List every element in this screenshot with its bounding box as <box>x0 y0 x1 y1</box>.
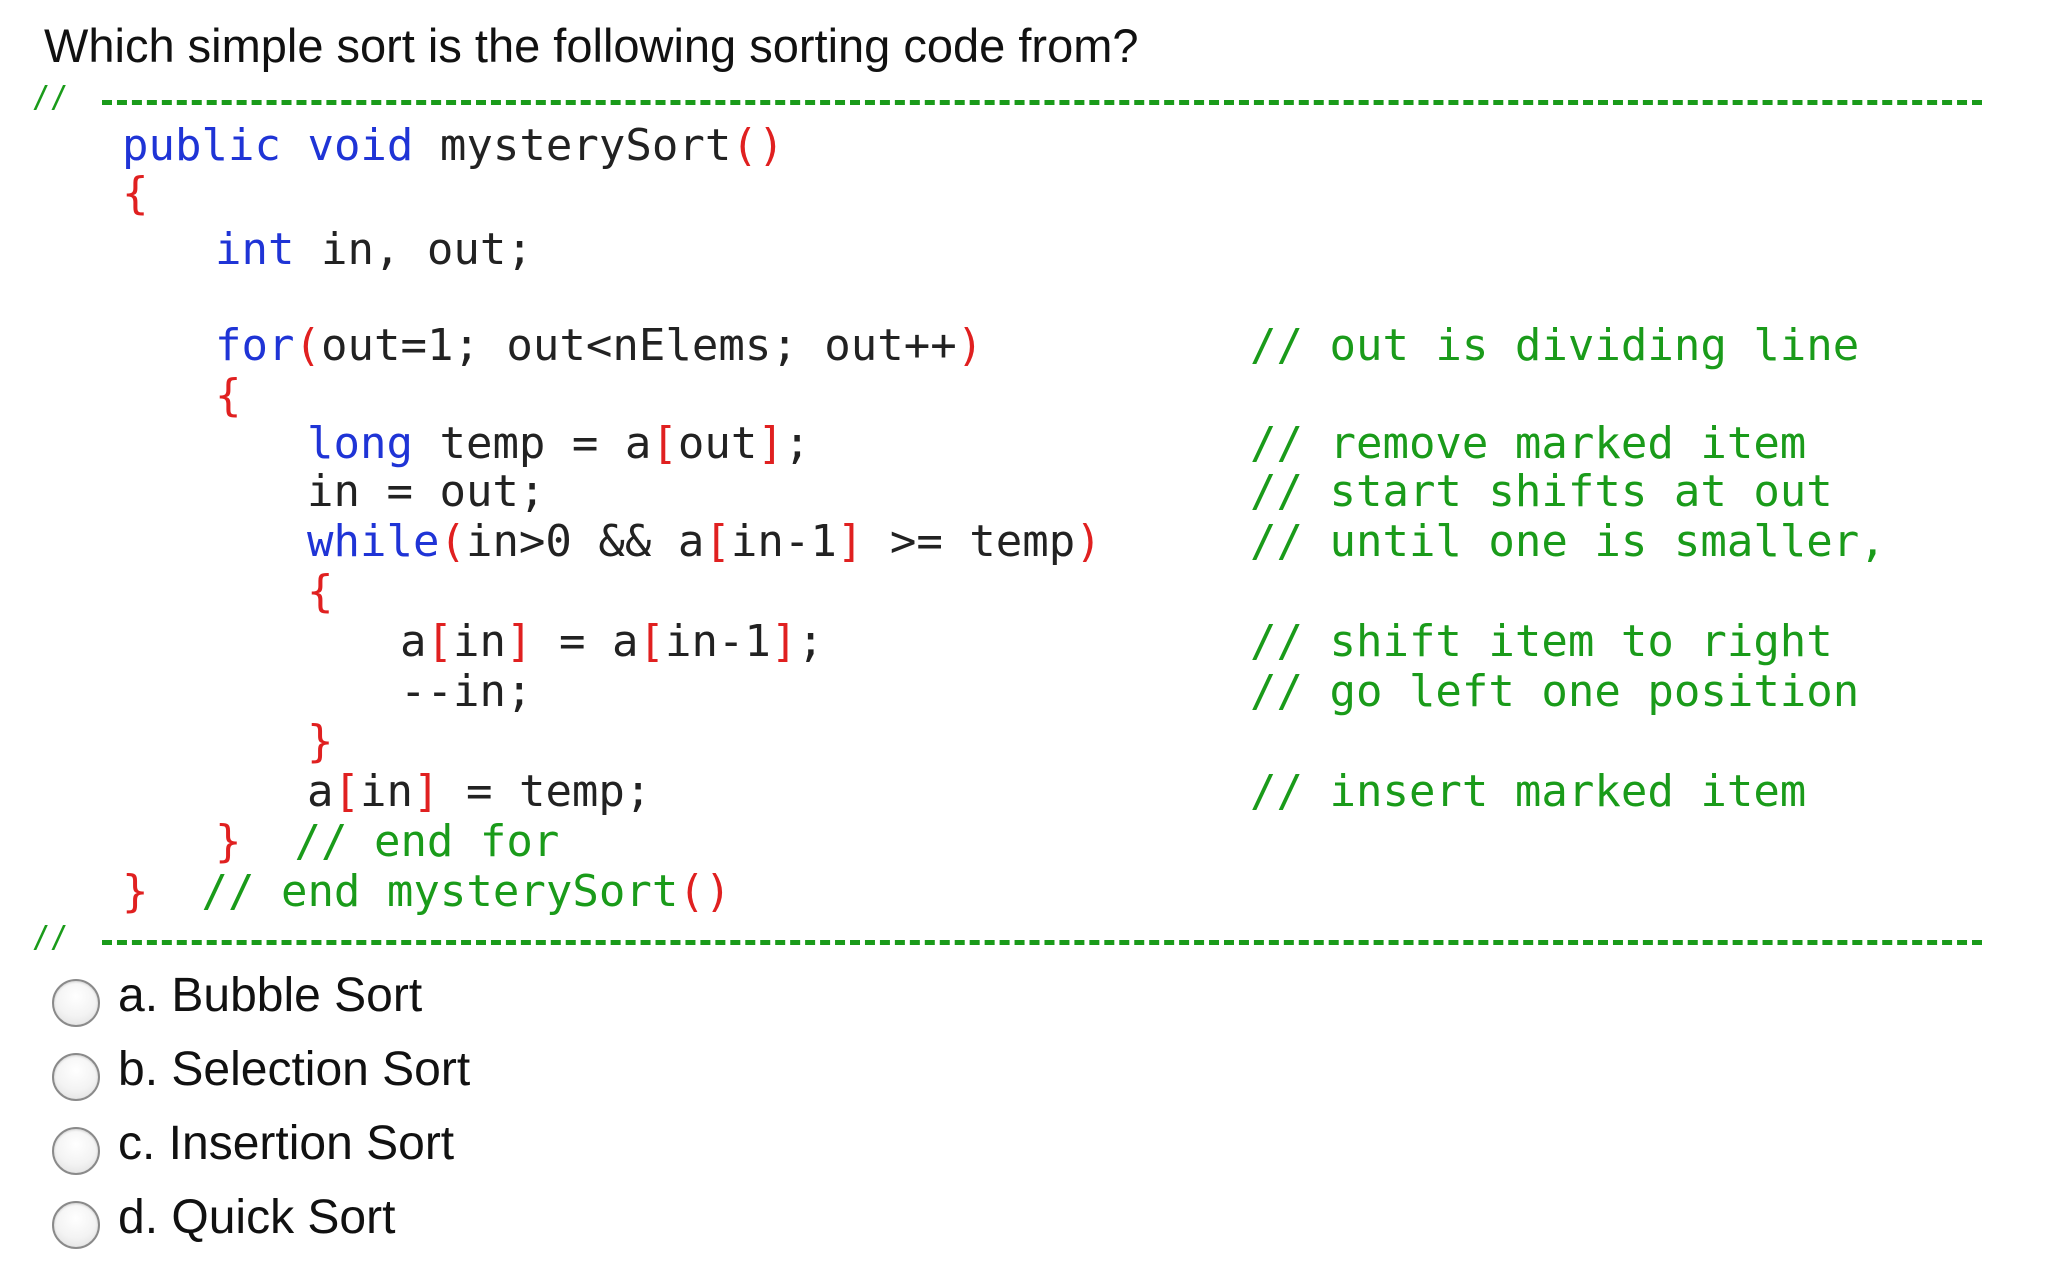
radio-button-icon[interactable] <box>52 1201 100 1249</box>
paren: ( <box>294 320 321 371</box>
keyword: int <box>215 224 295 275</box>
code-line-method-signature: public void mysterySort() <box>122 122 784 170</box>
code-comment: // end for <box>294 816 560 867</box>
bracket: ] <box>412 766 440 817</box>
code-block: // public void mysterySort() { int in, o… <box>32 74 1982 962</box>
keyword: void <box>307 120 414 171</box>
bracket: ] <box>757 418 784 469</box>
code-comment: // until one is smaller, <box>1250 516 1886 567</box>
code-comment: // end mysterySort <box>201 866 679 917</box>
option-label: b. Selection Sort <box>118 1042 471 1096</box>
code-comment: // out is dividing line <box>1250 320 1860 371</box>
option-label: d. Quick Sort <box>118 1190 396 1244</box>
radio-button-icon[interactable] <box>52 1127 100 1175</box>
code-text: ; <box>797 616 824 667</box>
parens: () <box>731 120 785 171</box>
separator-dashes <box>102 100 1982 105</box>
bracket: [ <box>426 616 454 667</box>
code-comment: // insert marked item <box>1250 766 1807 817</box>
paren: ) <box>1075 516 1102 567</box>
code-line-open-brace: { <box>215 370 242 421</box>
code-text: in <box>360 766 413 817</box>
keyword: public <box>122 120 281 171</box>
code-line-insert-assign: a[in] = temp; <box>307 768 651 816</box>
code-text: temp = a <box>412 418 652 469</box>
radio-button-icon[interactable] <box>52 1053 100 1101</box>
bracket: ] <box>505 616 533 667</box>
answer-option-a[interactable]: a. Bubble Sort <box>52 965 423 1027</box>
code-comment: // remove marked item <box>1250 418 1807 469</box>
bracket: [ <box>333 766 361 817</box>
code-line-while-loop: while(in>0 && a[in-1] >= temp) <box>307 518 1102 566</box>
code-separator-top: // <box>32 74 1982 122</box>
code-text: in-1 <box>664 616 771 667</box>
code-text: out <box>677 418 758 469</box>
bracket: ] <box>770 616 798 667</box>
code-line-end-method: } // end mysterySort() <box>122 868 731 916</box>
code-text: in, out; <box>294 224 533 275</box>
radio-button-icon[interactable] <box>52 979 100 1027</box>
code-text: a <box>400 616 427 667</box>
code-text: in <box>453 616 506 667</box>
code-text: a <box>307 766 334 817</box>
code-line-for-loop: for(out=1; out<nElems; out++) <box>215 322 983 370</box>
keyword: while <box>307 516 440 567</box>
code-line-open-brace: { <box>122 168 149 219</box>
code-separator-bottom: // <box>32 914 1982 962</box>
code-text: = temp; <box>439 766 652 817</box>
code-text: >= temp <box>863 516 1076 567</box>
bracket: ] <box>836 516 864 567</box>
separator-comment-slashes: // <box>32 80 69 115</box>
code-line-temp-assign: long temp = a[out]; <box>307 420 810 468</box>
answer-option-d[interactable]: d. Quick Sort <box>52 1187 396 1249</box>
paren: ) <box>956 320 984 371</box>
question-text: Which simple sort is the following sorti… <box>44 19 1139 72</box>
code-comment: // go left one position <box>1250 666 1860 717</box>
code-text: = a <box>532 616 639 667</box>
method-name: mysterySort <box>439 120 732 171</box>
code-comment: // shift item to right <box>1250 616 1833 667</box>
code-line-close-brace: } <box>307 716 334 767</box>
option-label: c. Insertion Sort <box>118 1116 455 1170</box>
separator-dashes <box>102 940 1982 945</box>
code-text: in>0 && a <box>465 516 705 567</box>
separator-comment-slashes: // <box>32 920 69 955</box>
code-text: out=1; out<nElems; out++ <box>320 320 957 371</box>
code-text: ; <box>783 418 811 469</box>
code-comment: // start shifts at out <box>1250 466 1833 517</box>
code-line-open-brace: { <box>307 566 334 617</box>
code-line-in-assign: in = out; <box>307 466 546 517</box>
parens: () <box>678 866 732 917</box>
brace: } <box>122 866 149 917</box>
answer-option-b[interactable]: b. Selection Sort <box>52 1039 471 1101</box>
keyword: long <box>307 418 413 469</box>
answer-option-c[interactable]: c. Insertion Sort <box>52 1113 455 1175</box>
code-text: in-1 <box>730 516 837 567</box>
code-line-shift-assign: a[in] = a[in-1]; <box>400 618 824 666</box>
brace: } <box>215 816 242 867</box>
code-line-declaration: int in, out; <box>215 226 533 274</box>
code-line-end-for: } // end for <box>215 818 559 866</box>
code-line-decrement: --in; <box>400 666 533 717</box>
option-label: a. Bubble Sort <box>118 968 423 1022</box>
keyword: for <box>215 320 295 371</box>
bracket: [ <box>638 616 665 667</box>
bracket: [ <box>651 418 678 469</box>
paren: ( <box>439 516 466 567</box>
bracket: [ <box>704 516 731 567</box>
